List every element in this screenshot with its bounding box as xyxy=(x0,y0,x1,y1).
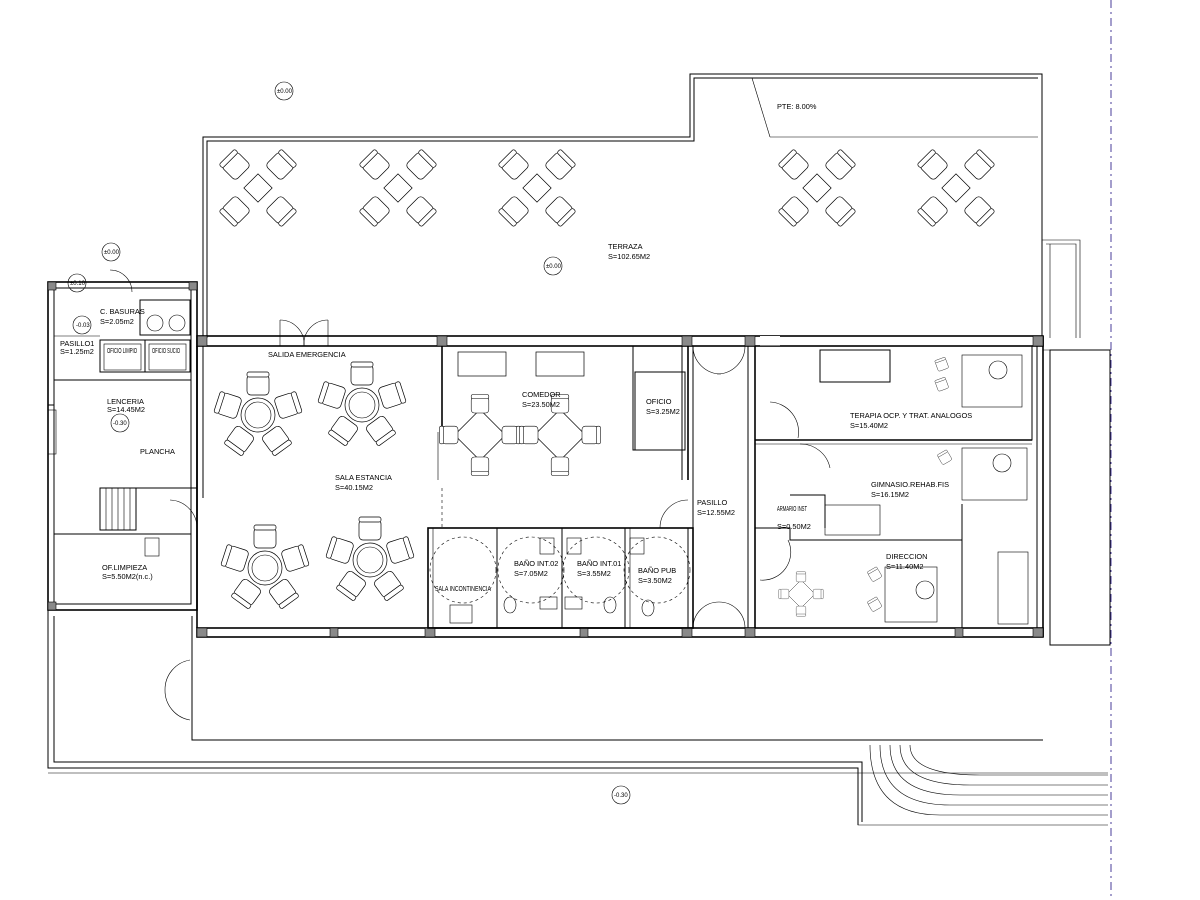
room-name-pasillo: PASILLO xyxy=(697,498,728,507)
room-area-bano-int01: S=3.55M2 xyxy=(577,569,611,578)
room-name-sala-incontinencia: SALA INCONTINENCIA xyxy=(435,584,491,593)
room-name-basuras: C. BASURAS xyxy=(100,307,145,316)
room-area-of-limpieza: S=5.50M2(n.c.) xyxy=(102,572,153,581)
level-bottom: -0.30 xyxy=(614,793,628,799)
room-area-oficio: S=3.25M2 xyxy=(646,407,680,416)
room-area-comedor: S=23.50M2 xyxy=(522,400,560,409)
room-area-direccion: S=11.40M2 xyxy=(886,562,923,571)
room-name-terapia: TERAPIA OCP. Y TRAT. ANALOGOS xyxy=(850,411,972,420)
terrace-outline xyxy=(202,73,1081,338)
room-name-oficio: OFICIO xyxy=(646,397,672,406)
room-name-gimnasio: GIMNASIO.REHAB.FIS xyxy=(871,480,949,489)
room-area-bano-int02: S=7.05M2 xyxy=(514,569,548,578)
room-name-direccion: DIRECCION xyxy=(886,552,927,561)
room-area-bano-pub: S=3.50M2 xyxy=(638,576,672,585)
dining-furniture xyxy=(440,351,953,616)
level-trash: -0.03 xyxy=(76,323,90,329)
room-name-terraza: TERRAZA xyxy=(608,242,643,251)
room-name-bano-int02: BAÑO INT.02 xyxy=(514,559,558,568)
room-name-bano-int01: BAÑO INT.01 xyxy=(577,559,621,568)
emergency-exit-door xyxy=(279,319,329,347)
room-name-comedor: COMEDOR xyxy=(522,390,561,399)
room-area-armario: S=0.50M2 xyxy=(777,522,811,531)
room-name-armario: ARMARIO INST xyxy=(777,504,807,513)
level-entry: ±0.00 xyxy=(104,250,120,256)
level-entry2: ±0.10 xyxy=(70,281,86,287)
slope-label: PTE: 8.00% xyxy=(777,102,817,111)
room-name-lenceria: LENCERIA xyxy=(107,397,144,406)
room-area-pasillo: S=12.55M2 xyxy=(697,508,735,517)
room-area-pasillo1: S=1.25m2 xyxy=(60,347,94,356)
room-name-pasillo1: PASILLO1 xyxy=(60,339,94,348)
living-room-furniture xyxy=(214,362,415,609)
room-name-of-limpieza: OF.LIMPIEZA xyxy=(102,563,147,572)
room-area-gimnasio: S=16.15M2 xyxy=(871,490,909,499)
level-markers xyxy=(67,81,631,805)
room-area-sala-estancia: S=40.15M2 xyxy=(335,483,373,492)
terrace-furniture xyxy=(219,149,995,227)
room-name-bano-pub: BAÑO PUB xyxy=(638,566,676,575)
porch-outline xyxy=(47,349,1111,826)
room-name-salida-emergencia: SALIDA EMERGENCIA xyxy=(268,350,346,359)
room-area-terraza: S=102.65M2 xyxy=(608,252,650,261)
room-name-oficio-sucio: OFICIO SUCIO xyxy=(152,346,180,355)
room-area-terapia: S=15.40M2 xyxy=(850,421,888,430)
room-area-basuras: S=2.05m2 xyxy=(100,317,134,326)
room-area-lenceria: S=14.45M2 xyxy=(107,405,145,414)
service-wing xyxy=(47,269,198,611)
room-name-plancha: PLANCHA xyxy=(140,447,175,456)
level-top: ±0.00 xyxy=(277,89,293,95)
room-name-oficio-limpio: OFICIO LIMPIO xyxy=(107,346,137,355)
level-terrace: ±0.00 xyxy=(546,264,562,270)
room-name-sala-estancia: SALA ESTANCIA xyxy=(335,473,392,482)
interior-walls xyxy=(427,345,1033,629)
level-linen: -0.30 xyxy=(113,421,127,427)
